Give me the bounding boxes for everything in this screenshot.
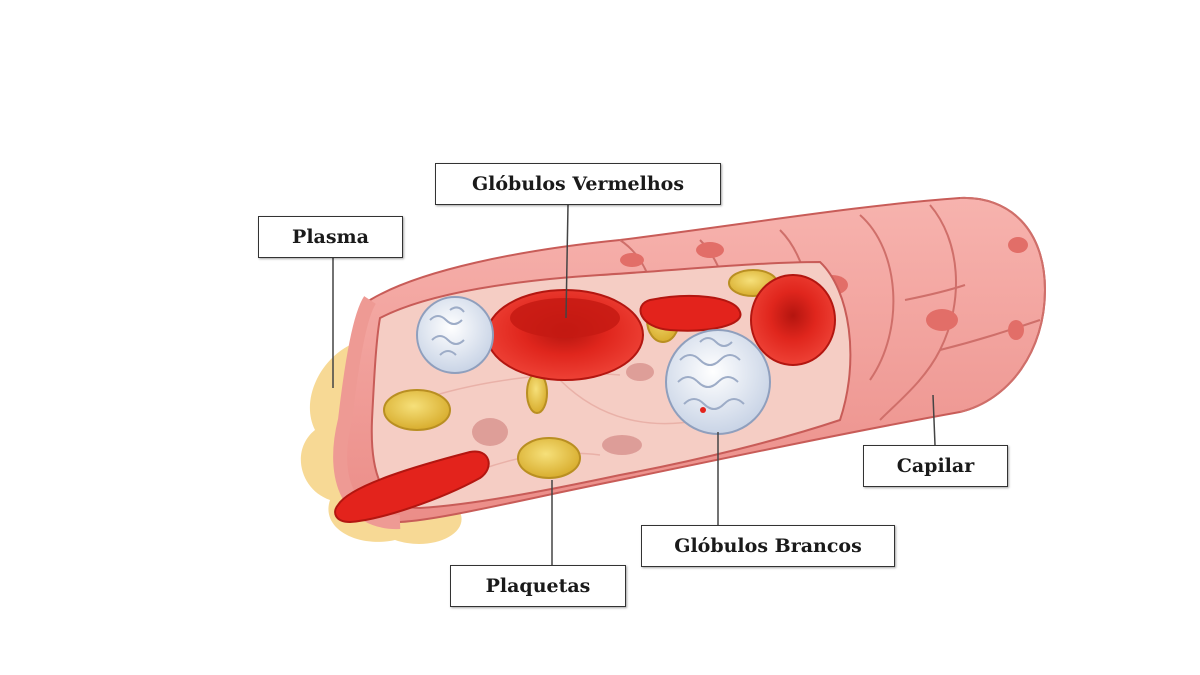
label-globulos-vermelhos: Glóbulos Vermelhos	[435, 163, 721, 205]
platelet	[518, 438, 580, 478]
label-plasma: Plasma	[258, 216, 403, 258]
white-cell-nucleus-dot	[700, 407, 706, 413]
label-globulos-brancos: Glóbulos Brancos	[641, 525, 895, 567]
label-plaquetas: Plaquetas	[450, 565, 626, 607]
platelet	[384, 390, 450, 430]
red-blood-cell	[751, 275, 835, 365]
red-blood-cell	[640, 296, 740, 331]
red-blood-cell-center	[510, 298, 620, 338]
label-capilar: Capilar	[863, 445, 1008, 487]
